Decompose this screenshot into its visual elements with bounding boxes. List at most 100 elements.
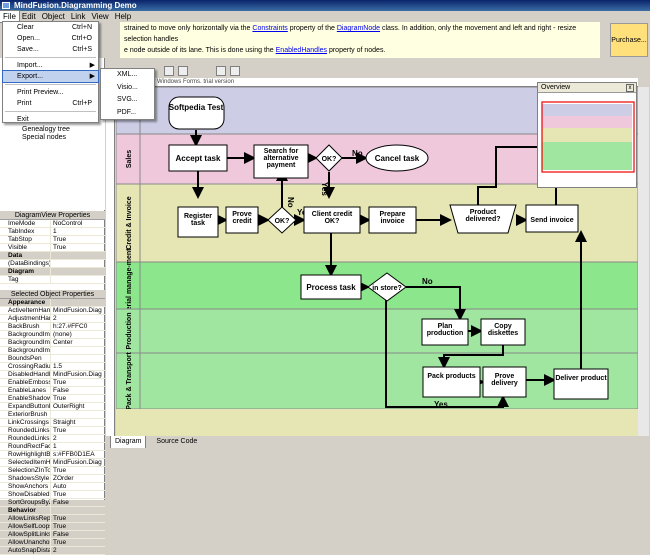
file-menu-item[interactable]: Export...▶	[2, 70, 99, 83]
property-value[interactable]: True	[50, 515, 105, 522]
property-value[interactable]	[50, 252, 105, 259]
node-prove-delivery[interactable]	[482, 366, 527, 398]
property-row[interactable]: RoundRectFactc1	[0, 443, 105, 451]
menu-link[interactable]: Link	[70, 12, 86, 21]
property-value[interactable]: True	[50, 236, 105, 243]
property-value[interactable]: True	[50, 427, 105, 434]
export-menu-item[interactable]: XML...	[117, 71, 138, 78]
purchase-button[interactable]: Purchase...	[610, 23, 648, 57]
property-row[interactable]: (DataBindings)	[0, 260, 105, 268]
property-value[interactable]: NoControl	[50, 220, 105, 227]
property-value[interactable]: Straight	[50, 419, 105, 426]
vertical-scrollbar[interactable]	[638, 87, 649, 436]
description-link[interactable]: Constraints	[252, 25, 288, 32]
property-row[interactable]: RowHighlightBrus:#FFB0D1EA	[0, 451, 105, 459]
property-row[interactable]: EnableEmbossEfTrue	[0, 379, 105, 387]
property-value[interactable]	[50, 276, 105, 283]
node-product-delivered[interactable]	[449, 204, 517, 234]
grid-tool-icon[interactable]	[178, 66, 188, 76]
property-value[interactable]: True	[50, 395, 105, 402]
node-register-task[interactable]	[177, 206, 219, 238]
node-accept-task[interactable]	[168, 144, 228, 172]
property-value[interactable]: h:27.#FFC0	[50, 323, 105, 330]
property-value[interactable]: False	[50, 387, 105, 394]
property-value[interactable]	[50, 347, 105, 354]
property-value[interactable]: MindFusion.Diag	[50, 371, 105, 378]
property-value[interactable]: MindFusion.Diag	[50, 459, 105, 466]
node-process-task[interactable]	[300, 274, 362, 300]
property-value[interactable]: Center	[50, 339, 105, 346]
property-row[interactable]: BackgroundImagCenter	[0, 339, 105, 347]
tree-item[interactable]: Genealogy tree	[22, 126, 70, 133]
property-row[interactable]: BoundsPen	[0, 355, 105, 363]
property-row[interactable]: Tag	[0, 276, 105, 284]
overview-thumbnail[interactable]	[538, 94, 636, 188]
draw-tool-icon[interactable]	[230, 66, 240, 76]
property-category[interactable]: Diagram	[0, 268, 105, 276]
node-ok2[interactable]	[267, 206, 297, 234]
property-value[interactable]: s:#FFB0D1EA	[50, 451, 105, 458]
menu-help[interactable]: Help	[114, 12, 132, 21]
property-value[interactable]: True	[50, 379, 105, 386]
property-value[interactable]	[50, 507, 105, 514]
description-link[interactable]: EnabledHandles	[275, 47, 328, 54]
overview-panel[interactable]: Overview x	[537, 82, 637, 188]
node-copy-diskettes[interactable]	[480, 318, 526, 346]
property-value[interactable]: MindFusion.Diag	[50, 307, 105, 314]
overview-viewport[interactable]	[541, 101, 635, 173]
property-value[interactable]: True	[50, 467, 105, 474]
property-row[interactable]: ShowDisabledHaTrue	[0, 491, 105, 499]
select-tool-icon[interactable]	[164, 66, 174, 76]
property-value[interactable]: ZOrder	[50, 475, 105, 482]
property-row[interactable]: AutoSnapDistan2	[0, 547, 105, 555]
property-row[interactable]: DisabledHandlesMindFusion.Diag	[0, 371, 105, 379]
property-row[interactable]: RoundedLinksRa2	[0, 435, 105, 443]
property-row[interactable]: BackgroundImag(none)	[0, 331, 105, 339]
node-send-invoice[interactable]	[525, 204, 579, 233]
export-menu-item[interactable]: SVG...	[117, 96, 138, 103]
property-value[interactable]: True	[50, 539, 105, 546]
export-menu-item[interactable]: PDF...	[117, 108, 137, 116]
export-menu-item[interactable]: Visio...	[117, 83, 138, 91]
node-ok1[interactable]	[315, 144, 343, 172]
property-row[interactable]: ExpandButtonPoOuterRight	[0, 403, 105, 411]
tree-item[interactable]: Special nodes	[22, 134, 66, 141]
property-row[interactable]: EnableShadowEfTrue	[0, 395, 105, 403]
tab-source-code[interactable]: Source Code	[156, 438, 198, 445]
property-category[interactable]: Behavior	[0, 507, 105, 515]
property-category[interactable]: Data	[0, 252, 105, 260]
file-menu-item[interactable]: Import...▶	[3, 60, 98, 71]
property-value[interactable]: 1	[50, 228, 105, 235]
property-category[interactable]: Appearance	[0, 299, 105, 307]
property-value[interactable]: 2	[50, 315, 105, 322]
lane[interactable]	[116, 308, 638, 354]
property-row[interactable]: AllowUnanchoreTrue	[0, 539, 105, 547]
property-value[interactable]: True	[50, 244, 105, 251]
property-value[interactable]	[50, 299, 105, 306]
file-menu-item[interactable]: Open...Ctrl+O	[3, 33, 98, 44]
node-client-credit[interactable]	[303, 206, 361, 234]
property-row[interactable]: AllowLinksRepeaTrue	[0, 515, 105, 523]
node-prepare-invoice[interactable]	[368, 206, 417, 234]
property-value[interactable]: (none)	[50, 331, 105, 338]
menu-object[interactable]: Object	[41, 12, 65, 21]
node-pack-products[interactable]	[422, 366, 481, 398]
property-value[interactable]: 2	[50, 435, 105, 442]
property-value[interactable]: OuterRight	[50, 403, 105, 410]
description-link[interactable]: DiagramNode	[336, 25, 381, 32]
